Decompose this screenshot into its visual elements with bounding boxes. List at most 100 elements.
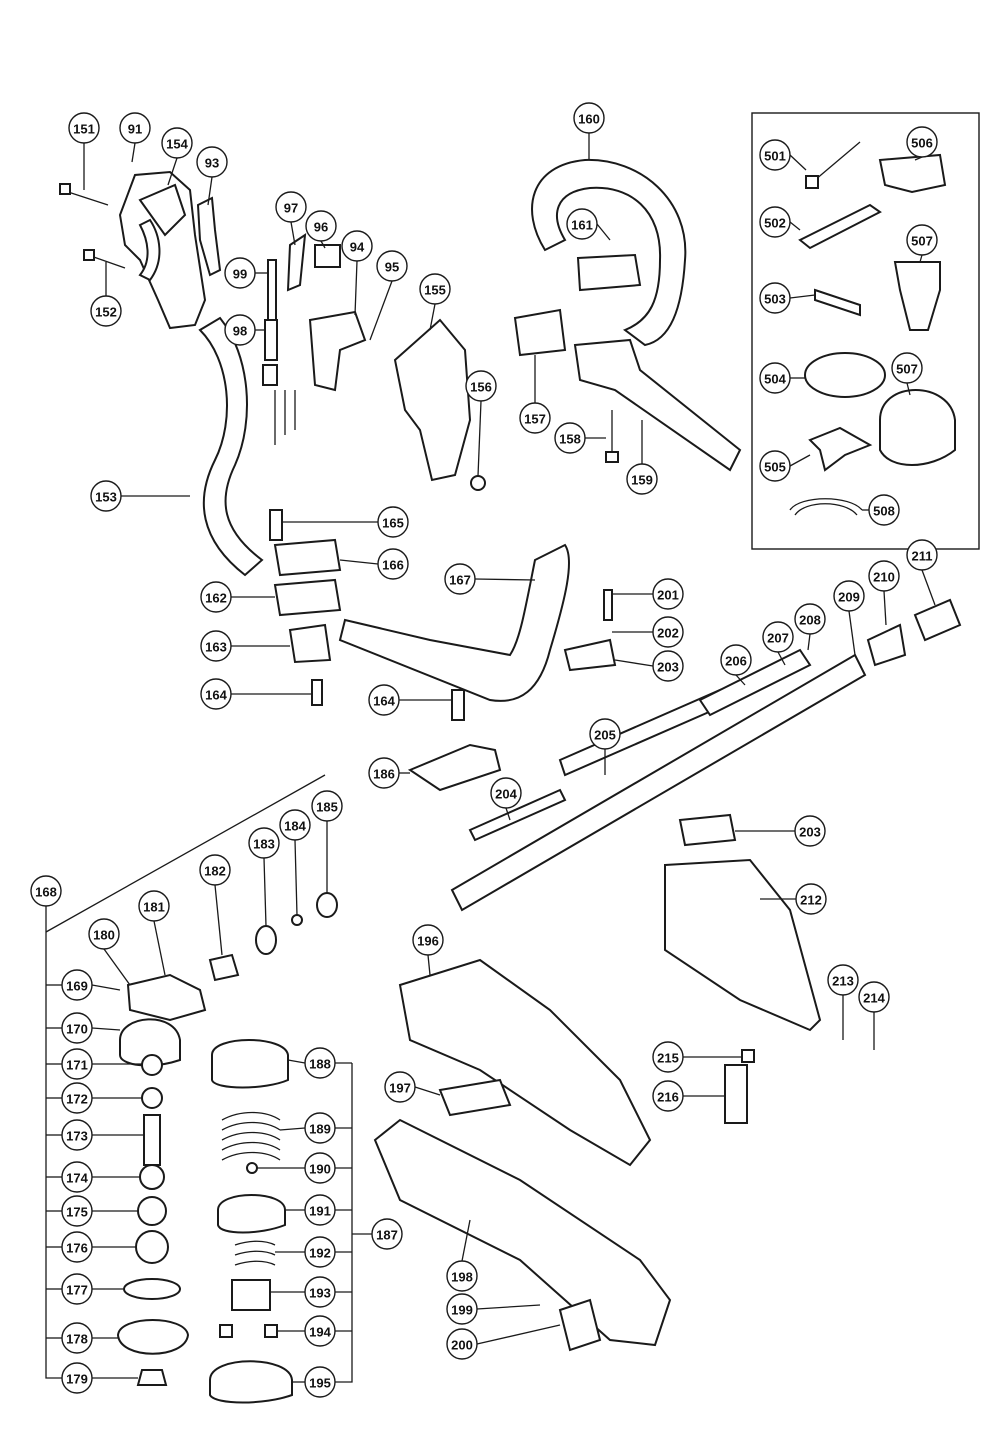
callout-number: 152 — [95, 305, 117, 320]
callout-154: 154 — [161, 127, 193, 159]
callout-circle — [833, 580, 865, 612]
accessory-505-blade — [808, 426, 873, 472]
callout-circle — [759, 362, 791, 394]
callout-95: 95 — [376, 250, 408, 282]
clamp-157 — [513, 308, 567, 357]
callout-181: 181 — [138, 890, 170, 922]
callout-circle — [275, 191, 307, 223]
callout-194: 194 — [304, 1315, 336, 1347]
callout-circle — [279, 809, 311, 841]
callout-number: 191 — [309, 1204, 331, 1219]
callout-191: 191 — [304, 1194, 336, 1226]
callout-number: 157 — [524, 412, 546, 427]
callout-151: 151 — [68, 112, 100, 144]
callout-94: 94 — [341, 230, 373, 262]
callout-197: 197 — [384, 1071, 416, 1103]
callout-number: 200 — [451, 1338, 473, 1353]
callout-number: 176 — [66, 1241, 88, 1256]
callout-circle — [61, 1231, 93, 1263]
callout-number: 209 — [838, 590, 860, 605]
clamp-203-lower — [678, 813, 737, 847]
callout-167: 167 — [444, 563, 476, 595]
gear-case-assembly — [116, 892, 338, 1386]
callout-502: 502 — [759, 206, 791, 238]
callout-number: 165 — [382, 516, 404, 531]
callout-166: 166 — [377, 548, 409, 580]
callout-number: 178 — [66, 1332, 88, 1347]
clamp-161 — [576, 253, 642, 292]
callout-number: 164 — [373, 694, 395, 709]
callout-circle — [490, 777, 522, 809]
callout-circle — [61, 1119, 93, 1151]
callout-number: 184 — [284, 819, 306, 834]
callout-number: 172 — [66, 1092, 88, 1107]
callout-203: 203 — [652, 650, 684, 682]
callout-circle — [248, 827, 280, 859]
handle-167 — [338, 543, 571, 702]
callout-circle — [573, 102, 605, 134]
callout-circle — [88, 918, 120, 950]
callout-number: 99 — [233, 267, 247, 282]
callout-159: 159 — [626, 463, 658, 495]
callout-circle — [794, 815, 826, 847]
callout-number: 167 — [449, 573, 471, 588]
callout-number: 162 — [205, 591, 227, 606]
callout-circle — [61, 1012, 93, 1044]
callout-number: 211 — [912, 549, 933, 564]
handle-clamp-assembly — [269, 509, 342, 706]
callout-circle — [196, 146, 228, 178]
loop-handle-160 — [531, 158, 687, 347]
callout-circle — [61, 1082, 93, 1114]
accessory-506-goggles — [878, 153, 947, 194]
callout-number: 198 — [451, 1270, 473, 1285]
callout-214: 214 — [858, 981, 890, 1013]
callout-number: 203 — [657, 660, 679, 675]
callout-number: 502 — [764, 216, 786, 231]
callout-circle — [200, 581, 232, 613]
callout-206: 206 — [720, 644, 752, 676]
callout-circle — [304, 1236, 336, 1268]
bracket-159 — [573, 338, 742, 472]
callout-number: 163 — [205, 640, 227, 655]
liner-204 — [468, 788, 567, 842]
callout-188: 188 — [304, 1047, 336, 1079]
grip-housing-94 — [308, 310, 367, 392]
callout-circle — [304, 1194, 336, 1226]
callout-circle — [304, 1112, 336, 1144]
callout-circle — [795, 883, 827, 915]
sleeve-210 — [866, 623, 907, 667]
callout-number: 508 — [873, 504, 895, 519]
callout-circle — [566, 208, 598, 240]
callout-164: 164 — [368, 684, 400, 716]
callout-circle — [341, 230, 373, 262]
bolt-158 — [605, 410, 619, 463]
callout-183: 183 — [248, 827, 280, 859]
callout-161: 161 — [566, 208, 598, 240]
callout-507: 507 — [891, 352, 923, 384]
callout-number: 206 — [725, 654, 747, 669]
callout-circle — [384, 1071, 416, 1103]
callout-number: 181 — [143, 900, 165, 915]
callout-number: 161 — [571, 218, 593, 233]
callout-174: 174 — [61, 1161, 93, 1193]
callout-circle — [61, 969, 93, 1001]
callout-506: 506 — [906, 126, 938, 158]
callout-number: 94 — [350, 240, 365, 255]
callout-circle — [652, 650, 684, 682]
callout-circle — [827, 964, 859, 996]
callout-number: 505 — [764, 460, 786, 475]
callout-number: 156 — [470, 380, 492, 395]
callout-number: 501 — [764, 149, 786, 164]
callout-185: 185 — [311, 790, 343, 822]
callout-number: 166 — [382, 558, 404, 573]
callout-circle — [200, 678, 232, 710]
bolt-164b — [451, 689, 465, 721]
callout-circle — [419, 273, 451, 305]
accessory-508-line — [789, 498, 863, 516]
callout-circle — [519, 402, 551, 434]
callout-number: 193 — [309, 1286, 331, 1301]
cable-parts — [262, 232, 341, 445]
callout-number: 179 — [66, 1372, 88, 1387]
callout-circle — [61, 1362, 93, 1394]
callout-203: 203 — [794, 815, 826, 847]
